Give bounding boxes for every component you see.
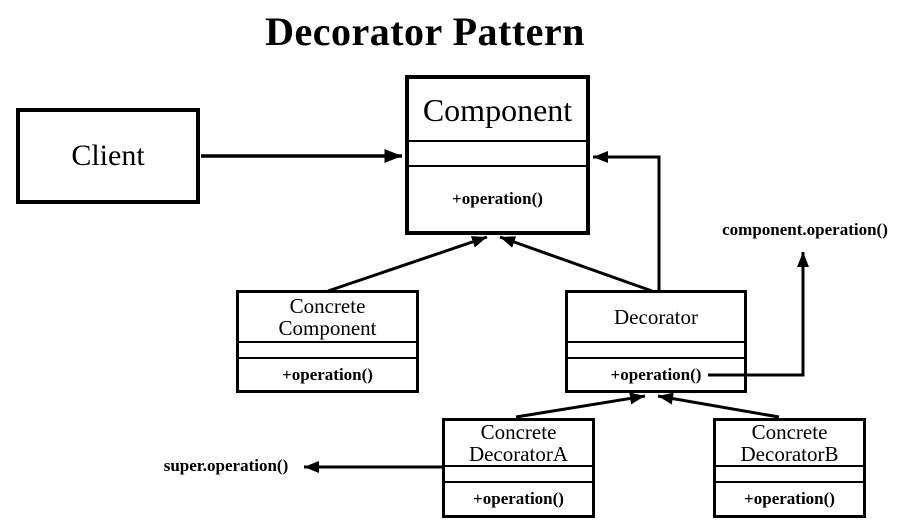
arrow-decorator-inherits-component [499,235,653,293]
class-method-label: +operation() [452,189,543,208]
class-method-label: +operation() [610,364,702,384]
arrow-decorator-aggregates-component [593,151,661,291]
arrow-concrete-component-inherits-component [327,235,488,293]
class-method-label: +operation() [473,489,564,508]
page-title: Decorator Pattern [265,9,585,54]
class-box-concrete-decorator-a: Concrete DecoratorA +operation() [442,418,595,518]
class-name-label: Concrete Component [239,293,416,343]
class-name-label: Decorator [568,293,744,343]
arrow-concrete-decorator-b-inherits-decorator [657,392,780,419]
class-name-label: Client [71,139,145,172]
class-method-label: +operation() [282,364,373,384]
class-attributes-section [445,467,592,483]
arrow-concrete-decorator-a-inherits-decorator [515,392,646,419]
class-name-label: Concrete DecoratorA [445,421,592,467]
class-box-client: Client [16,108,200,204]
annotation-component-operation: component.operation() [722,220,888,239]
class-attributes-section [239,343,416,359]
class-attributes-section [409,142,586,167]
class-box-decorator: Decorator +operation() [565,290,747,393]
class-name-label: Concrete DecoratorB [716,421,863,467]
class-name-label: Component [409,79,586,142]
annotation-super-operation: super.operation() [163,456,289,475]
class-box-concrete-component: Concrete Component +operation() [236,290,419,393]
class-attributes-section [568,343,744,359]
class-box-concrete-decorator-b: Concrete DecoratorB +operation() [713,418,866,518]
class-box-component: Component +operation() [405,75,590,235]
class-attributes-section [716,467,863,483]
class-method-label: +operation() [744,489,835,508]
